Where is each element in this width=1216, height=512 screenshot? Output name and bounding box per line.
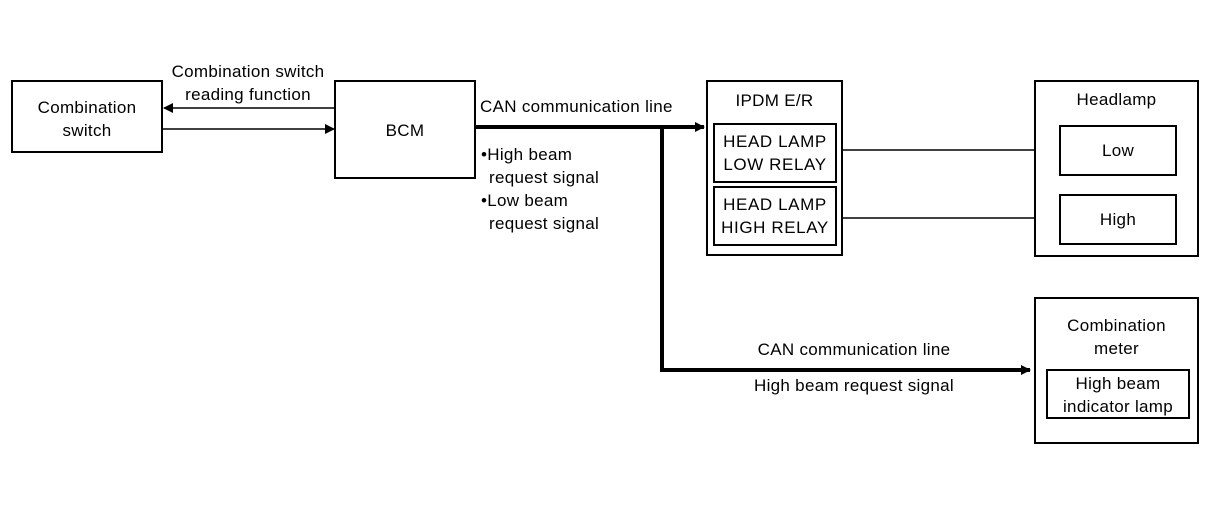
bcm-label: BCM — [385, 121, 425, 140]
headlamp-low: Low — [1059, 125, 1177, 176]
headlamp-title: Headlamp — [1076, 90, 1157, 109]
bcm-block: BCM — [334, 80, 476, 179]
switch-reading-label-2: reading function — [185, 85, 311, 104]
combination-meter-block: Combination meter High beam indicator la… — [1034, 297, 1199, 444]
combination-switch-label-2: switch — [62, 121, 112, 140]
indicator-label-1: High beam — [1075, 374, 1161, 393]
ipdm-er-title: IPDM E/R — [735, 91, 814, 110]
combination-meter-title-2: meter — [1094, 339, 1139, 358]
high-relay-label-2: HIGH RELAY — [721, 218, 829, 237]
signal-high-beam-label: •High beam — [481, 145, 573, 164]
headlamp-high-label: High — [1099, 210, 1137, 229]
low-relay-label-1: HEAD LAMP — [723, 132, 827, 151]
head-lamp-low-relay: HEAD LAMP LOW RELAY — [713, 123, 837, 183]
ipdm-er-block: IPDM E/R HEAD LAMP LOW RELAY HEAD LAMP H… — [706, 80, 843, 256]
high-relay-label-1: HEAD LAMP — [723, 195, 827, 214]
low-relay-label-2: LOW RELAY — [723, 155, 827, 174]
meter-signal-label: High beam request signal — [754, 376, 954, 395]
high-beam-indicator-lamp: High beam indicator lamp — [1046, 369, 1190, 419]
signal-request-label-1: request signal — [489, 168, 600, 187]
indicator-label-2: indicator lamp — [1062, 397, 1174, 416]
can-line-top-label: CAN communication line — [480, 97, 673, 116]
combination-switch-label-1: Combination — [37, 98, 137, 117]
can-line-bottom-label: CAN communication line — [757, 340, 951, 359]
combination-meter-title-1: Combination — [1067, 316, 1166, 335]
can-line-to-meter — [660, 127, 1031, 375]
headlamp-block: Headlamp Low High — [1034, 80, 1199, 257]
combination-switch-block: Combination switch — [11, 80, 163, 153]
headlamp-high: High — [1059, 194, 1177, 245]
signal-request-label-2: request signal — [489, 214, 600, 233]
signal-low-beam-label: •Low beam — [481, 191, 569, 210]
headlamp-low-label: Low — [1101, 141, 1135, 160]
head-lamp-high-relay: HEAD LAMP HIGH RELAY — [713, 186, 837, 246]
switch-reading-label-1: Combination switch — [171, 62, 325, 81]
